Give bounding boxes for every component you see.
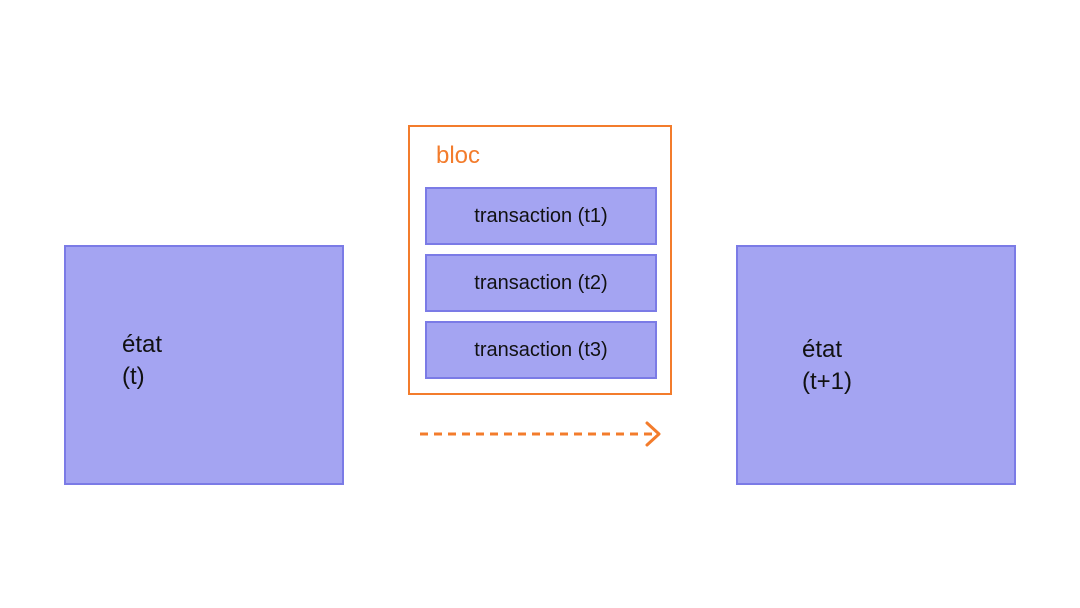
block-label: bloc <box>436 142 481 169</box>
transition-arrow-icon <box>420 421 661 447</box>
state-before-title: état <box>122 331 163 358</box>
state-after-title: état <box>802 336 843 363</box>
block-container: bloc transaction (t1) transaction (t2) t… <box>408 125 672 395</box>
state-after-box: état (t+1) <box>736 245 1016 485</box>
arrow-head <box>645 421 661 447</box>
transaction-box-t3: transaction (t3) <box>425 321 657 379</box>
state-before-time: (t) <box>122 363 145 390</box>
transaction-box-t2: transaction (t2) <box>425 254 657 312</box>
state-after-label: état (t+1) <box>802 334 852 398</box>
state-before-box: état (t) <box>64 245 344 485</box>
state-before-label: état (t) <box>122 329 162 393</box>
transaction-box-t1: transaction (t1) <box>425 187 657 245</box>
state-after-time: (t+1) <box>802 368 853 395</box>
